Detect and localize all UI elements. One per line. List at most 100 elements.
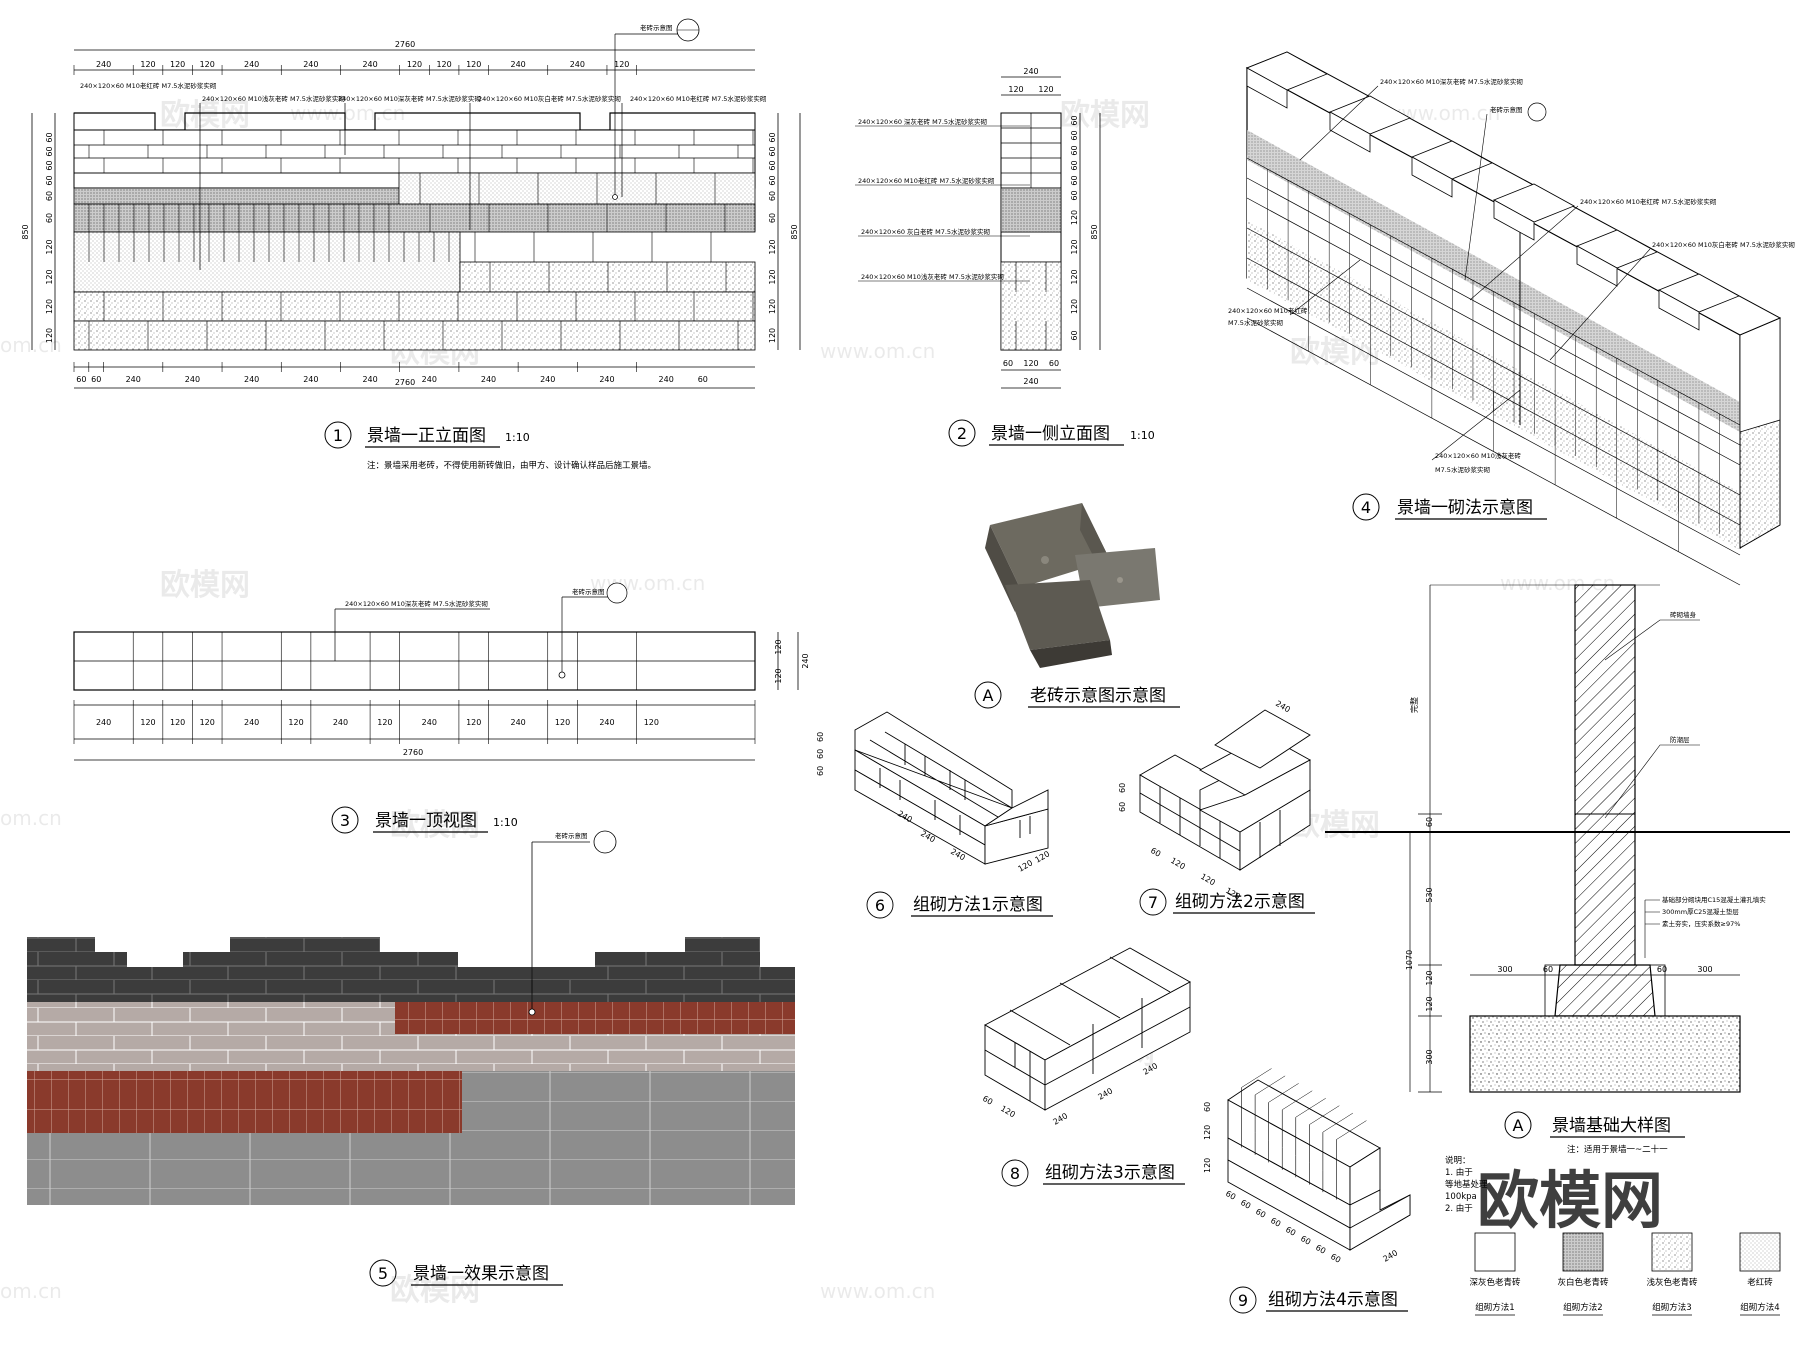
dim-label: 120 (768, 328, 777, 343)
dim-label: 60 (1070, 160, 1079, 170)
dim-label: 60 (1284, 1225, 1297, 1238)
svg-text:240×120×60 M10老红砖 M7.5水泥砂浆实砌: 240×120×60 M10老红砖 M7.5水泥砂浆实砌 (858, 176, 995, 185)
svg-text:300: 300 (1697, 965, 1712, 974)
svg-text:100kpa: 100kpa (1445, 1192, 1477, 1202)
dim-label: 120 (555, 718, 570, 727)
svg-text:240×120×60 M10浅灰老砖: 240×120×60 M10浅灰老砖 (1435, 451, 1521, 460)
title-effect: 景墙一效果示意图 (413, 1264, 549, 1284)
dim-label: 240 (362, 60, 377, 69)
svg-text:M7.5水泥砂浆实砌: M7.5水泥砂浆实砌 (1228, 318, 1283, 327)
dim-label: 240 (599, 718, 614, 727)
svg-text:9: 9 (1238, 1291, 1248, 1310)
svg-text:120: 120 (999, 1104, 1017, 1119)
dim-label: 120 (466, 718, 481, 727)
svg-text:240×120×60 M10深灰老砖 M7.5水泥砂浆实砌: 240×120×60 M10深灰老砖 M7.5水泥砂浆实砌 (345, 599, 488, 608)
watermark-url: om.cn (0, 806, 62, 830)
dim-label: 60 (45, 146, 54, 156)
label-5: 240×120×60 M10老红砖 M7.5水泥砂浆实砌 (630, 94, 767, 103)
svg-text:240: 240 (1274, 699, 1292, 714)
foundation-detail: 完整 60 530 1070 120 120 300 300 60 60 300… (1325, 584, 1790, 1237)
svg-text:60: 60 (816, 766, 825, 776)
dim-label: 60 (1299, 1234, 1312, 1247)
svg-text:120: 120 (1023, 359, 1038, 368)
svg-text:4: 4 (1361, 498, 1371, 517)
svg-text:240×120×60 M10灰白老砖 M7.5水泥砂浆实砌: 240×120×60 M10灰白老砖 M7.5水泥砂浆实砌 (1652, 240, 1795, 249)
svg-text:850: 850 (1090, 224, 1099, 239)
dim-label: 60 (76, 375, 86, 384)
title-top-view: 景墙一顶视图 (375, 811, 477, 831)
dim-total-bottom: 2760 (395, 378, 415, 387)
title-method-1: 组砌方法1示意图 (913, 895, 1043, 915)
watermark-logo: 欧模网 (390, 1273, 480, 1308)
svg-text:240×120×60 深灰老砖 M7.5水泥砂浆实砌: 240×120×60 深灰老砖 M7.5水泥砂浆实砌 (858, 117, 988, 126)
isometric-wall: 240×120×60 M10深灰老砖 M7.5水泥砂浆实砌 老砖示意图 240×… (1228, 51, 1795, 586)
svg-text:120: 120 (1425, 996, 1434, 1011)
dim-label: 120 (45, 239, 54, 254)
svg-text:240: 240 (1023, 67, 1038, 76)
method-3: 60 120 240 240 240 8 组砌方法3示意图 (981, 947, 1191, 1187)
dim-label: 60 (768, 160, 777, 170)
dim-label: 240 (244, 60, 259, 69)
svg-text:120: 120 (1203, 1158, 1212, 1173)
dim-label: 240 (659, 375, 674, 384)
svg-text:120: 120 (1034, 849, 1052, 864)
dim-label: 60 (1314, 1243, 1327, 1256)
method-1: 240 240 240 120 120 60 60 60 6 组砌方法1示意图 (816, 711, 1053, 919)
svg-text:1:10: 1:10 (1130, 429, 1155, 442)
dim-label: 120 (1070, 269, 1079, 284)
dim-label: 60 (1070, 115, 1079, 125)
dim-label: 60 (1070, 175, 1079, 185)
dim-label: 240 (244, 718, 259, 727)
note: 注：景墙采用老砖，不得使用新砖做旧，由甲方、设计确认样品后施工景墙。 (367, 460, 656, 471)
dim-label: 60 (768, 175, 777, 185)
dim-label: 120 (45, 328, 54, 343)
label-2: 240×120×60 M10浅灰老砖 M7.5水泥砂浆实砌 (202, 94, 345, 103)
svg-text:60: 60 (1657, 965, 1667, 974)
dim-label: 60 (1329, 1252, 1342, 1265)
svg-text:2. 由于: 2. 由于 (1445, 1203, 1473, 1214)
dim-label: 120 (1070, 239, 1079, 254)
svg-text:5: 5 (378, 1264, 388, 1283)
dim-label: 120 (407, 60, 422, 69)
dim-label: 240 (333, 718, 348, 727)
svg-text:120: 120 (774, 639, 783, 654)
svg-text:完整: 完整 (1409, 697, 1419, 713)
dim-label: 240 (481, 375, 496, 384)
watermark-url: www.om.cn (820, 1279, 935, 1303)
title-side-elevation: 景墙一侧立面图 (991, 424, 1110, 444)
svg-text:60: 60 (1049, 359, 1059, 368)
dim-label: 60 (45, 191, 54, 201)
dim-label: 240 (422, 375, 437, 384)
dim-label: 120 (1070, 210, 1079, 225)
svg-text:240×120×60 M10老红砖 M7.5水泥砂浆实砌: 240×120×60 M10老红砖 M7.5水泥砂浆实砌 (1580, 197, 1717, 206)
svg-text:60: 60 (981, 1094, 994, 1107)
svg-text:530: 530 (1425, 887, 1434, 902)
legend-label: 老红砖 (1747, 1277, 1773, 1288)
legend-label: 深灰色老青砖 (1469, 1277, 1521, 1288)
svg-text:A: A (983, 686, 994, 705)
dim-label: 120 (45, 269, 54, 284)
legend-label: 浅灰色老青砖 (1646, 1277, 1698, 1288)
svg-text:砖砌墙身: 砖砌墙身 (1670, 610, 1697, 619)
dim-label: 240 (303, 60, 318, 69)
dim-label: 60 (45, 160, 54, 170)
svg-text:120: 120 (1038, 85, 1053, 94)
watermark-logo: 欧模网 (160, 98, 250, 133)
dim-label: 120 (614, 60, 629, 69)
dim-label: 120 (45, 299, 54, 314)
title-method-4: 组砌方法4示意图 (1268, 1290, 1398, 1310)
dim-label: 60 (1070, 130, 1079, 140)
svg-text:8: 8 (1010, 1164, 1020, 1183)
label-1: 240×120×60 M10老红砖 M7.5水泥砂浆实砌 (80, 81, 217, 90)
title-front-elevation: 景墙一正立面图 (367, 426, 486, 446)
dim-label: 240 (96, 60, 111, 69)
legend-method: 组砌方法1 (1475, 1302, 1514, 1313)
dim-label: 60 (1254, 1207, 1267, 1220)
legend-method: 组砌方法3 (1652, 1302, 1691, 1313)
dim-label: 120 (170, 718, 185, 727)
svg-text:60: 60 (1149, 846, 1162, 859)
dim-label: 60 (768, 146, 777, 156)
svg-text:300: 300 (1425, 1049, 1434, 1064)
watermark-logo-large: 欧模网 (1477, 1164, 1663, 1237)
